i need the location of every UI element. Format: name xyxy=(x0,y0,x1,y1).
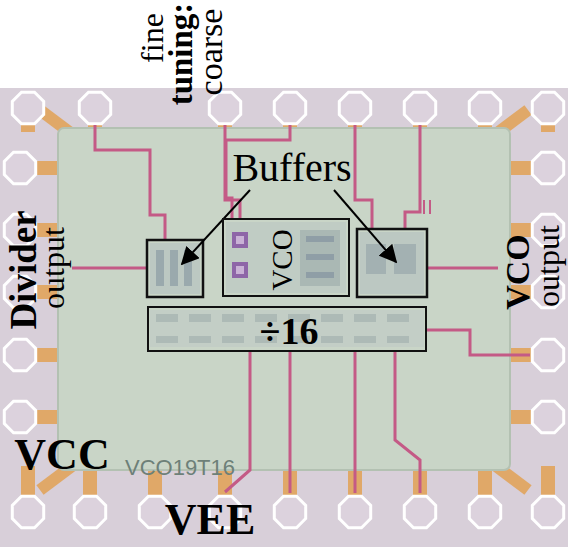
divider-block: ÷16 xyxy=(147,306,427,352)
flip-flop-cell xyxy=(189,336,211,343)
chip-marking: VCO19T16 xyxy=(125,457,235,479)
bond-pad xyxy=(274,496,305,527)
vco-block: VCO xyxy=(222,218,350,297)
bond-pad xyxy=(209,92,240,123)
flip-flop-cell xyxy=(387,314,409,322)
varactor-row xyxy=(306,254,334,260)
metal-stub xyxy=(541,466,555,496)
flip-flop-cell xyxy=(387,336,409,343)
tuning-label: coarse xyxy=(194,9,228,96)
bond-pad xyxy=(404,92,435,123)
bond-pad xyxy=(12,496,43,527)
interconnect-trace xyxy=(95,125,165,240)
flip-flop-cell xyxy=(156,336,178,343)
bond-pad xyxy=(4,152,35,183)
bond-pad xyxy=(79,92,110,123)
transistor-array xyxy=(156,250,164,286)
supply-label: VEE xyxy=(165,498,255,542)
core-area xyxy=(58,128,510,470)
bond-pad xyxy=(4,339,35,370)
bond-pad xyxy=(532,339,563,370)
bond-pad xyxy=(532,92,563,123)
flip-flop-cell xyxy=(222,314,244,322)
bond-pad xyxy=(532,401,563,432)
interconnect-trace xyxy=(427,267,498,270)
flip-flop-cell xyxy=(222,336,244,343)
port-label: output xyxy=(37,227,69,309)
interconnect-trace xyxy=(405,125,420,229)
leader-arrow xyxy=(334,190,396,262)
bond-pad xyxy=(532,496,563,527)
block-label: VCO xyxy=(268,229,297,290)
buffer-outline xyxy=(357,229,427,297)
tuning-label: tuning: xyxy=(165,3,198,106)
varactor-row xyxy=(306,272,334,278)
flip-flop-cell xyxy=(321,336,343,343)
transistor-array xyxy=(366,244,386,274)
inductor-pad-core xyxy=(236,236,244,244)
vco-circuit xyxy=(226,222,346,293)
bond-pad xyxy=(339,496,370,527)
port-label: Divider xyxy=(5,210,42,329)
interconnect-trace xyxy=(395,350,420,493)
bond-pad xyxy=(532,152,563,183)
varactor-row xyxy=(306,236,334,242)
buffer-circuit xyxy=(150,243,200,294)
varactor-bank xyxy=(300,230,340,286)
bond-pad xyxy=(274,92,305,123)
interconnect-trace xyxy=(355,125,372,229)
block-label: ÷16 xyxy=(260,312,319,350)
flip-flop-cell xyxy=(156,314,178,322)
buffer-circuit xyxy=(360,232,424,294)
interconnect-traces xyxy=(72,125,530,493)
interconnect-trace xyxy=(427,330,530,355)
callout-label: Buffers xyxy=(232,148,351,188)
interconnect-trace xyxy=(289,350,292,493)
bond-pad xyxy=(404,496,435,527)
inductor-pad xyxy=(232,232,248,248)
supply-label: VCC xyxy=(14,433,109,477)
bond-pad xyxy=(469,92,500,123)
buffer-outline xyxy=(147,240,203,297)
inductor-pad-core xyxy=(236,266,244,274)
inductor-pad xyxy=(232,262,248,278)
interconnect-trace xyxy=(354,350,357,493)
trace-tick xyxy=(429,200,431,214)
die-photo xyxy=(0,88,568,547)
flip-flop-cell xyxy=(354,314,376,322)
flip-flop-cell xyxy=(189,314,211,322)
leader-arrow xyxy=(182,190,250,264)
flip-flop-cell xyxy=(321,314,343,322)
bond-pad xyxy=(74,496,105,527)
transistor-array xyxy=(170,250,178,286)
transistor-array xyxy=(394,244,416,274)
bond-pad xyxy=(469,496,500,527)
bond-pad xyxy=(4,401,35,432)
bond-pad xyxy=(12,92,43,123)
port-label: output xyxy=(532,225,564,307)
trace-tick xyxy=(423,200,425,214)
bond-pads xyxy=(4,92,563,527)
flip-flop-cell xyxy=(354,336,376,343)
bond-pad xyxy=(339,92,370,123)
port-label: VCO xyxy=(501,234,535,310)
interconnect-trace xyxy=(72,267,147,270)
tuning-label: fine xyxy=(136,13,168,63)
